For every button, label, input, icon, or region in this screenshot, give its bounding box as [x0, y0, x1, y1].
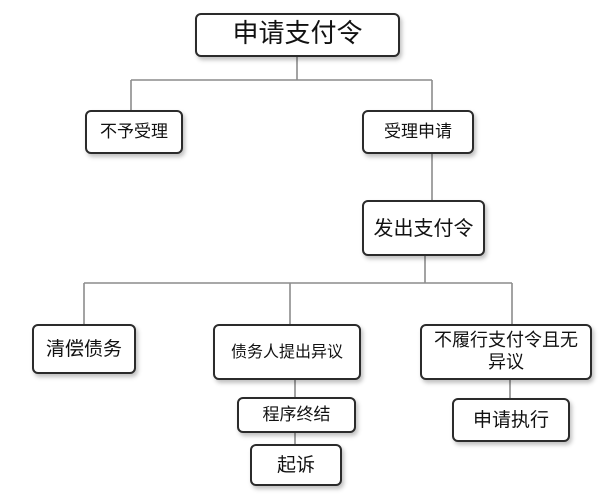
node-label: 起诉 — [276, 453, 315, 476]
node-accept-application: 受理申请 — [362, 110, 474, 154]
node-label: 债务人提出异议 — [230, 342, 343, 362]
node-issue-payment-order: 发出支付令 — [362, 200, 485, 256]
node-reject: 不予受理 — [85, 110, 183, 154]
node-label: 受理申请 — [384, 121, 452, 142]
node-label: 发出支付令 — [373, 216, 474, 240]
node-debtor-objection: 债务人提出异议 — [213, 324, 361, 380]
node-label: 不履行支付令且无异议 — [434, 330, 578, 373]
node-apply-payment-order: 申请支付令 — [195, 13, 400, 57]
node-label: 程序终结 — [262, 404, 331, 425]
node-label: 清偿债务 — [45, 337, 122, 360]
node-file-lawsuit: 起诉 — [250, 444, 342, 486]
node-label: 不予受理 — [100, 121, 168, 142]
node-label: 申请支付令 — [232, 19, 363, 50]
node-label: 申请执行 — [472, 408, 549, 431]
node-repay-debt: 清偿债务 — [32, 324, 136, 374]
node-procedure-terminated: 程序终结 — [237, 397, 356, 433]
node-apply-execution: 申请执行 — [452, 398, 570, 442]
node-no-performance-no-objection: 不履行支付令且无异议 — [420, 324, 592, 380]
